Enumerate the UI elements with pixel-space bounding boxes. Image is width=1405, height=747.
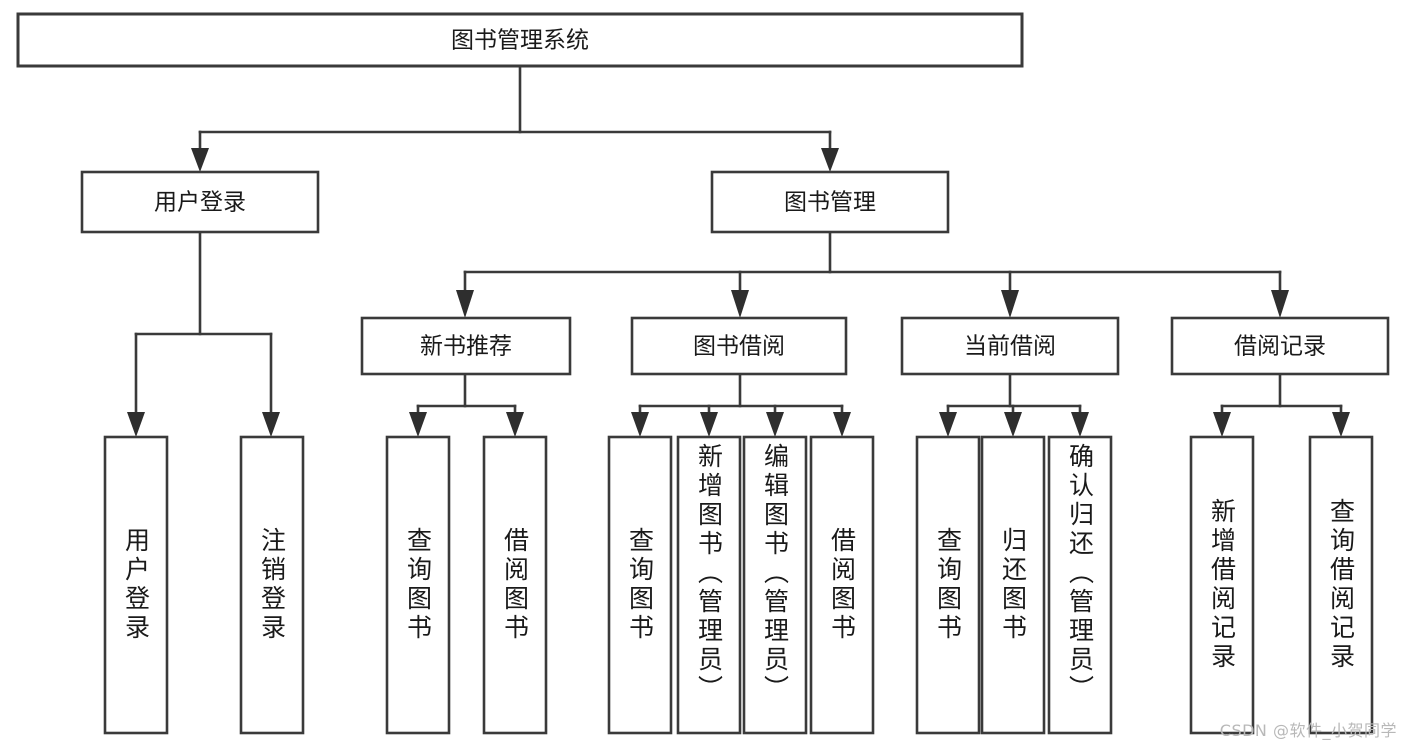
arrow-head-current-borrow [1001,290,1019,318]
new-book-recommend-box[interactable] [360,316,572,376]
leaf-add-record-box[interactable] [1189,435,1255,735]
current-borrow-label: 当前借阅 [964,334,1056,360]
node-leaf-query-book-2[interactable] [607,435,673,735]
leaf-logout-box[interactable] [239,435,305,735]
node-leaf-borrow-book-1[interactable] [482,435,548,735]
user-login-box[interactable] [80,170,320,234]
leaf-query-book-2-box[interactable] [607,435,673,735]
arrow-head-leaf-query-book-2 [631,412,649,437]
node-leaf-confirm-return[interactable] [1047,435,1113,735]
arrow-head-leaf-add-book [700,412,718,437]
new-book-recommend-label: 新书推荐 [420,334,512,360]
node-current-borrow[interactable]: 当前借阅 [900,316,1120,376]
book-manage-label: 图书管理 [784,190,876,216]
node-leaf-return-book[interactable] [980,435,1046,735]
arrow-head-leaf-query-book-1 [409,412,427,437]
arrow-head-leaf-query-record [1332,412,1350,437]
user-login-label: 用户登录 [154,190,246,216]
root-box[interactable] [16,12,1024,68]
leaf-add-book-box[interactable] [676,435,742,735]
node-leaf-query-record[interactable] [1308,435,1374,735]
node-leaf-query-book-3[interactable] [915,435,981,735]
csdn-watermark: CSDN @软件_小贺同学 [1219,721,1397,740]
arrow-head-leaf-user-login [127,412,145,437]
book-borrow-label: 图书借阅 [693,334,785,360]
arrow-head-borrow-record [1271,290,1289,318]
arrow-head-leaf-borrow-book-1 [506,412,524,437]
arrow-head-leaf-confirm-return [1071,412,1089,437]
node-leaf-query-book-1[interactable] [385,435,451,735]
arrow-head-new-book-recommend [456,290,474,318]
node-leaf-add-book[interactable] [676,435,742,735]
node-new-book-recommend[interactable]: 新书推荐 [360,316,572,376]
leaf-query-book-1-box[interactable] [385,435,451,735]
node-root[interactable]: 图书管理系统 [16,12,1024,68]
arrow-head-leaf-logout [262,412,280,437]
arrow-head-leaf-borrow-book-2 [833,412,851,437]
node-book-borrow[interactable]: 图书借阅 [630,316,848,376]
arrow-head-book-manage [821,148,839,172]
leaf-user-login-box[interactable] [103,435,169,735]
node-user-login[interactable]: 用户登录 [80,170,320,234]
book-borrow-box[interactable] [630,316,848,376]
node-leaf-edit-book[interactable] [742,435,808,735]
node-leaf-add-record[interactable] [1189,435,1255,735]
leaf-query-record-box[interactable] [1308,435,1374,735]
leaf-return-book-box[interactable] [980,435,1046,735]
arrow-head-user-login [191,148,209,172]
node-leaf-logout[interactable] [239,435,305,735]
arrow-head-leaf-edit-book [766,412,784,437]
root-label: 图书管理系统 [451,28,589,54]
arrow-head-leaf-add-record [1213,412,1231,437]
leaf-edit-book-box[interactable] [742,435,808,735]
connector-layer [127,64,1350,437]
leaf-query-book-3-box[interactable] [915,435,981,735]
current-borrow-box[interactable] [900,316,1120,376]
arrow-head-leaf-return-book [1004,412,1022,437]
node-leaf-user-login[interactable] [103,435,169,735]
leaf-confirm-return-box[interactable] [1047,435,1113,735]
arrow-head-book-borrow [731,290,749,318]
leaf-borrow-book-2-box[interactable] [809,435,875,735]
node-borrow-record[interactable]: 借阅记录 [1170,316,1390,376]
book-manage-box[interactable] [710,170,950,234]
leaf-borrow-book-1-box[interactable] [482,435,548,735]
borrow-record-label: 借阅记录 [1234,334,1326,360]
node-book-manage[interactable]: 图书管理 [710,170,950,234]
arrow-head-leaf-query-book-3 [939,412,957,437]
borrow-record-box[interactable] [1170,316,1390,376]
node-leaf-borrow-book-2[interactable] [809,435,875,735]
